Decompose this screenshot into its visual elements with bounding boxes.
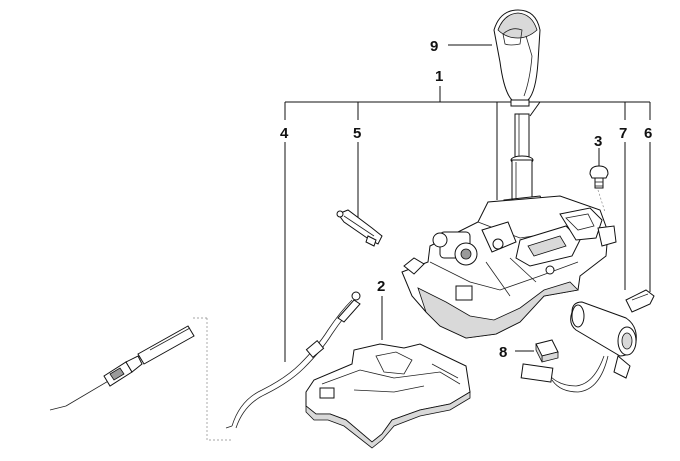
screw-part — [589, 165, 609, 189]
gear-knob-part — [493, 9, 541, 107]
callout-1: 1 — [435, 68, 443, 85]
bracket-tray-part — [305, 343, 471, 449]
callout-2: 2 — [377, 278, 385, 295]
callout-9: 9 — [430, 38, 438, 55]
small-connector-part — [625, 289, 655, 313]
cable-end-part — [49, 325, 195, 411]
leader-lines — [193, 44, 651, 441]
callout-4: 4 — [280, 125, 289, 142]
callout-7: 7 — [619, 125, 627, 142]
callout-3: 3 — [594, 133, 602, 150]
callout-6: 6 — [644, 125, 652, 142]
cable-plug-part — [520, 301, 637, 393]
cable-part — [225, 291, 361, 429]
clip-part — [336, 209, 383, 247]
small-block-part — [535, 339, 559, 363]
shifter-housing-part — [401, 195, 617, 339]
callout-labels: 1 2 3 4 5 6 7 8 9 — [280, 38, 652, 361]
callout-8: 8 — [499, 344, 507, 361]
callout-5: 5 — [353, 125, 361, 142]
